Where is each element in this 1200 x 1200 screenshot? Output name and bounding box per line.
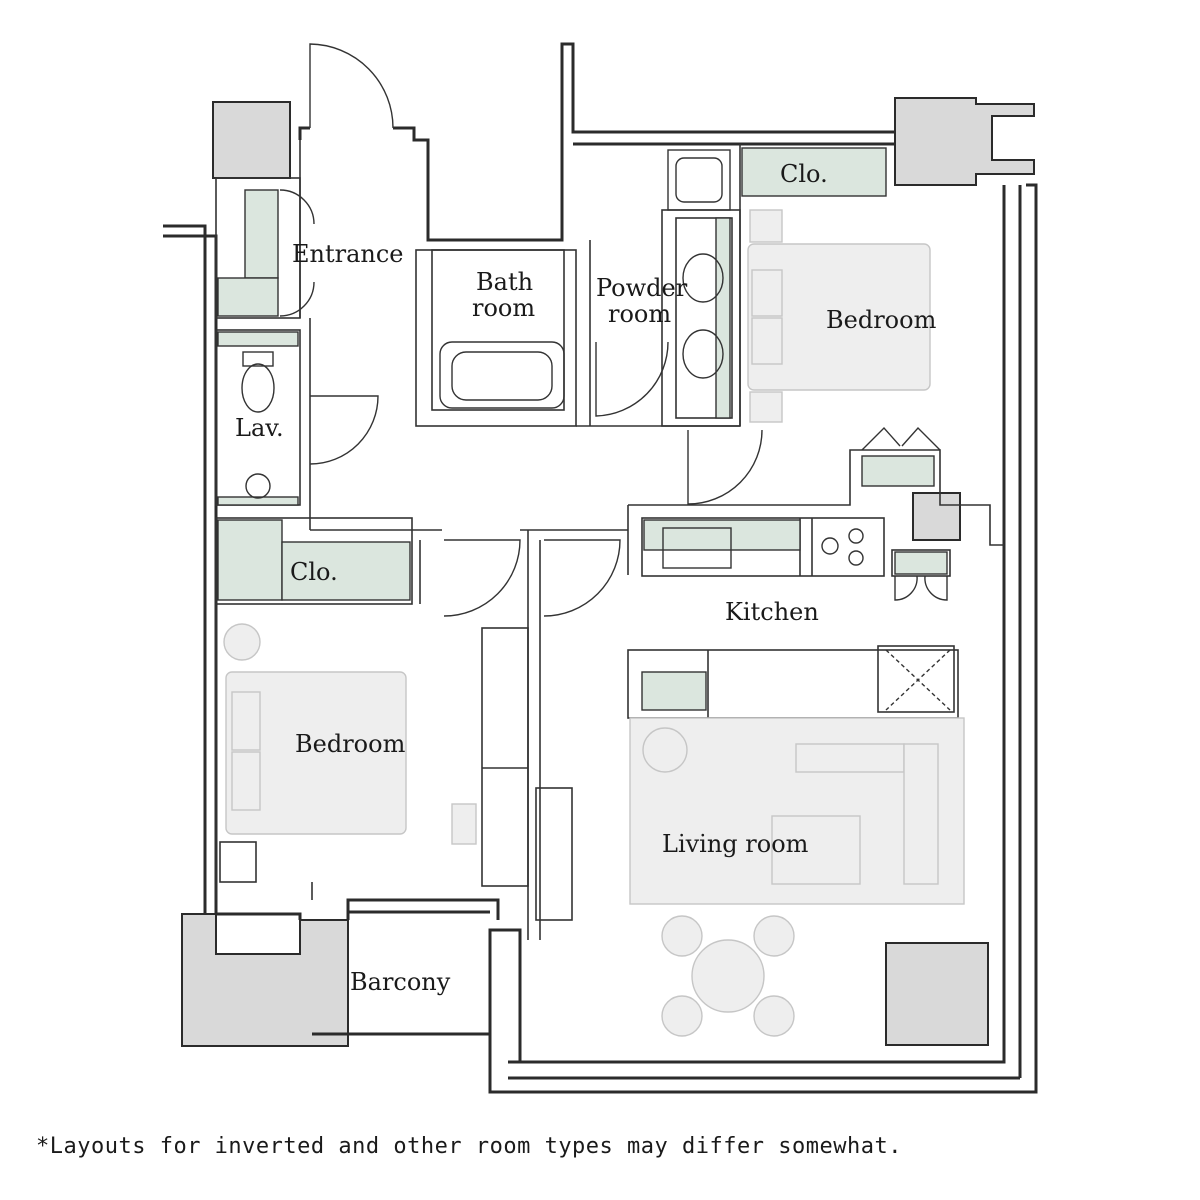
- floor-plan: Entrance Bath room Powder room Clo. Bedr…: [163, 42, 1038, 1094]
- shoe-cabinet: [244, 189, 279, 279]
- column-top-right: [894, 97, 1035, 186]
- label-kitchen: Kitchen: [725, 598, 819, 626]
- structural-columns: [181, 97, 1035, 1047]
- sofa-side: [903, 743, 939, 885]
- sink: [662, 527, 732, 569]
- front-door: [309, 43, 394, 129]
- label-powder-1: Powder: [596, 274, 688, 302]
- closet-left-rail: [281, 541, 411, 601]
- stove-burner-2: [848, 528, 864, 544]
- bed-top-pillow-2: [751, 317, 783, 365]
- bed-top: [747, 243, 931, 391]
- bed-left-pillow-1: [231, 691, 261, 751]
- fridge-door: [894, 575, 948, 601]
- walls: [163, 42, 1038, 1094]
- label-closet-left: Clo.: [290, 558, 338, 586]
- furniture: [223, 209, 965, 1037]
- storage-block-living: [885, 942, 989, 1046]
- doors: [279, 43, 948, 617]
- sofa: [795, 743, 905, 773]
- toilet-tank: [242, 351, 274, 367]
- desk-chair: [451, 803, 477, 845]
- lav-shelf: [217, 331, 299, 347]
- entrance-cabinet-door-2: [279, 281, 315, 317]
- lav-basin: [245, 473, 271, 499]
- label-living: Living room: [662, 830, 809, 858]
- entrance-cabinet: [217, 277, 279, 317]
- column-top-left: [212, 101, 291, 179]
- label-lav: Lav.: [235, 414, 284, 442]
- label-powder-2: room: [608, 300, 671, 328]
- bed-left-pillow-2: [231, 751, 261, 811]
- bathtub: [439, 341, 565, 409]
- lav-sink-counter: [217, 496, 299, 506]
- kitchen-sink-counter: [643, 519, 801, 551]
- stool-left: [223, 623, 261, 661]
- toilet-bowl: [241, 363, 275, 413]
- powder-basin-1: [682, 253, 724, 303]
- bathtub-inner: [451, 351, 553, 401]
- powder-door: [595, 341, 669, 417]
- bedroom-top-door: [687, 429, 763, 505]
- island-cabinet: [641, 671, 707, 711]
- column-bottom-left: [181, 913, 349, 1047]
- label-bath-1: Bath: [476, 268, 533, 296]
- fixtures: [241, 149, 951, 711]
- closet-top-cabinet: [741, 147, 887, 197]
- dining-chair-4: [753, 995, 795, 1037]
- stove-burner-1: [821, 537, 839, 555]
- label-closet-top: Clo.: [780, 160, 828, 188]
- dining-chair-1: [661, 915, 703, 957]
- vanity-strip: [715, 217, 731, 419]
- powder-basin-2: [682, 329, 724, 379]
- armchair: [642, 727, 688, 773]
- coffee-table: [771, 815, 861, 885]
- entrance-cabinet-door-1: [279, 189, 315, 225]
- dining-table: [691, 939, 765, 1013]
- label-balcony: Barcony: [350, 968, 451, 996]
- stove-burner-3: [848, 550, 864, 566]
- closet-left-cabinet: [217, 519, 283, 601]
- living-door: [543, 539, 621, 617]
- washer-inner: [675, 157, 723, 203]
- cabinets: [217, 147, 948, 711]
- dining-chair-2: [753, 915, 795, 957]
- label-bedroom-top: Bedroom: [826, 306, 937, 334]
- label-entrance: Entrance: [292, 240, 404, 268]
- label-bath-2: room: [472, 294, 535, 322]
- pillar-kitchen: [912, 492, 961, 541]
- pantry-door: [861, 426, 941, 451]
- fridge-cabinet: [894, 551, 948, 575]
- nightstand-top-1: [749, 209, 783, 243]
- dining-chair-3: [661, 995, 703, 1037]
- washer: [667, 149, 731, 211]
- pantry-cabinet: [861, 455, 935, 487]
- room-labels: Entrance Bath room Powder room Clo. Bedr…: [235, 160, 937, 996]
- layout-disclaimer: *Layouts for inverted and other room typ…: [36, 1134, 902, 1159]
- label-bedroom-left: Bedroom: [295, 730, 406, 758]
- bed-top-pillow-1: [751, 269, 783, 317]
- bedroom-left-door: [443, 539, 521, 617]
- bed-left: [225, 671, 407, 835]
- nightstand-top-2: [749, 391, 783, 423]
- lav-door: [309, 395, 379, 465]
